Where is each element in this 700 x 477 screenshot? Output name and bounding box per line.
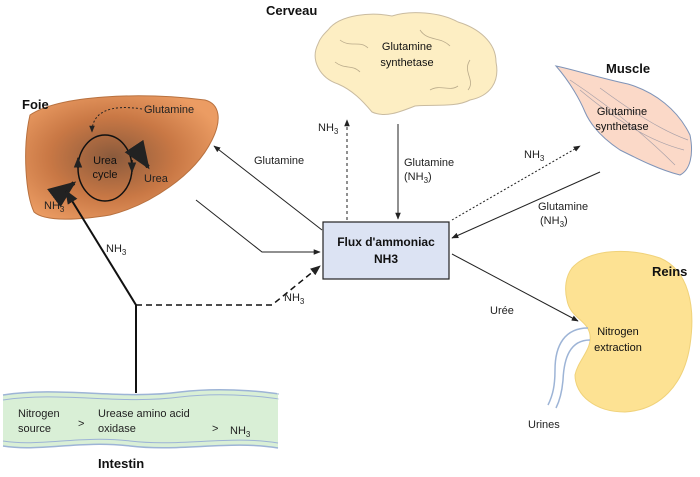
brain-fold [334, 29, 471, 91]
brain-nh3-label: NH3 [318, 122, 339, 136]
urine-label: Urines [528, 419, 560, 431]
kidney: Reins Nitrogen extraction Urines [528, 250, 693, 431]
arrow-intestine-to-liver [65, 189, 137, 306]
muscle-shape [554, 65, 693, 176]
muscle-label-1: Glutamine [597, 106, 647, 118]
ammonia-flux-label-2: NH3 [374, 252, 398, 266]
intestine-nh3-label: NH3 [230, 425, 251, 439]
ammonia-flux-label-1: Flux d'ammoniac [337, 235, 435, 249]
liver-glutamine-dotted-arrow [89, 107, 143, 133]
arrow-intestine-to-flux [136, 265, 321, 306]
liver-glutamine-arrow-label: Glutamine [254, 155, 304, 167]
muscle-title: Muscle [606, 61, 650, 76]
urea-cycle-label-1: Urea [93, 155, 118, 167]
ammonia-flux-rect [322, 221, 450, 280]
liver: Foie Urea cycle Glutamine Urea NH3 [22, 95, 219, 220]
ammonia-flux-box: Flux d'ammoniac NH3 [322, 221, 450, 280]
intestine-gt-1: > [78, 418, 84, 430]
liver-nh3-in-arrow [47, 181, 77, 208]
muscle-label-2: synthetase [595, 121, 648, 133]
arrow-muscle-to-flux [451, 171, 601, 239]
kidney-title: Reins [652, 264, 687, 279]
uree-label: Urée [490, 305, 514, 317]
brain-shape [314, 12, 498, 115]
arrow-flux-to-liver-glutamine [213, 145, 323, 231]
brain: Cerveau Glutamine synthetase [266, 3, 498, 115]
brain-label-1: Glutamine [382, 41, 432, 53]
arrow-flux-to-kidney [451, 253, 579, 322]
intestine-oxidase-label-2: oxidase [98, 423, 136, 435]
intestine-title: Intestin [98, 456, 144, 471]
ureter [547, 327, 591, 409]
liver-glutamine-label: Glutamine [144, 104, 194, 116]
urea-cycle-label-2: cycle [92, 169, 117, 181]
intestine-wall-top-inner [2, 394, 279, 401]
intestine-wall-top [2, 389, 279, 396]
muscle-fibers [569, 79, 689, 166]
brain-glutamine-label-2: (NH3) [404, 171, 432, 185]
intestine: Nitrogen source > Urease amino acid oxid… [2, 389, 279, 471]
brain-glutamine-label-1: Glutamine [404, 157, 454, 169]
intestine-gt-2: > [212, 423, 218, 435]
intestine-wall-bottom [2, 443, 279, 449]
intestine-source-label-1: Nitrogen [18, 408, 60, 420]
intestine-wall-bottom-inner [2, 438, 279, 444]
liver-urea-out-arrow [124, 139, 150, 170]
liver-urea-label: Urea [144, 173, 169, 185]
brain-title: Cerveau [266, 3, 317, 18]
arrow-flux-to-muscle-nh3 [451, 145, 581, 221]
gut-flux-nh3-label: NH3 [284, 292, 305, 306]
intestine-oxidase-label-1: Urease amino acid [98, 408, 190, 420]
liver-nh3-label: NH3 [44, 200, 65, 214]
gut-liver-nh3-label: NH3 [106, 243, 127, 257]
muscle: Muscle Glutamine synthetase [554, 61, 693, 176]
muscle-glutamine-label-2: (NH3) [540, 215, 568, 229]
intestine-shape [3, 389, 279, 448]
arrow-liver-to-flux [195, 199, 321, 255]
kidney-label-1: Nitrogen [597, 326, 639, 338]
kidney-label-2: extraction [594, 342, 642, 354]
brain-label-2: synthetase [380, 57, 433, 69]
intestine-source-label-2: source [18, 423, 51, 435]
kidney-shape [565, 250, 693, 413]
muscle-nh3-label: NH3 [524, 149, 545, 163]
muscle-glutamine-label-1: Glutamine [538, 201, 588, 213]
liver-title: Foie [22, 97, 49, 112]
